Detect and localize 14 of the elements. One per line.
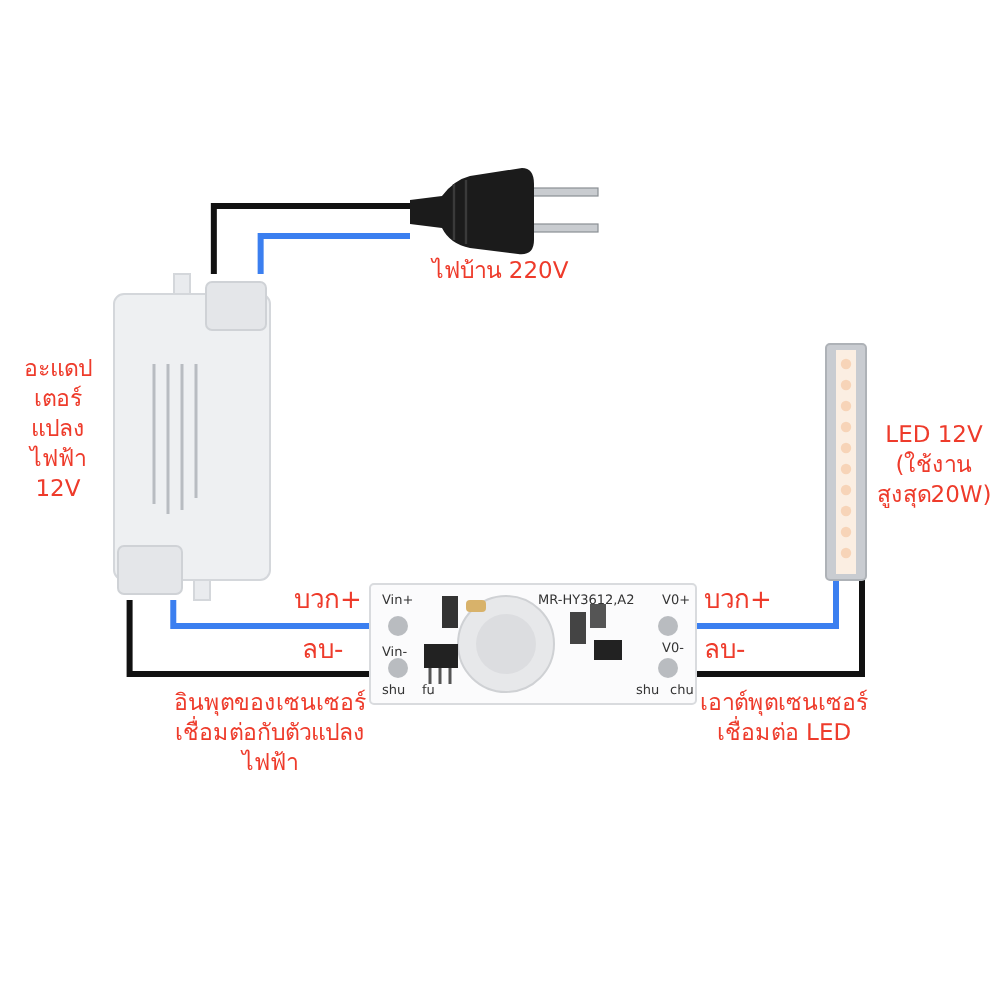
sensor-board-drawing	[370, 584, 696, 704]
wire	[170, 600, 370, 629]
wire	[210, 203, 410, 274]
note: อินพุตของเซนเซอร์เชื่อมต่อกับตัวแปลงไฟฟ้า	[172, 688, 368, 778]
power-adapter-drawing	[114, 274, 270, 600]
note: เอาต์พุตเซนเซอร์เชื่อมต่อ LED	[700, 688, 868, 748]
wire	[696, 580, 839, 629]
component-caption: อะแดปเตอร์แปลงไฟฟ้า 12V	[22, 354, 94, 504]
led-bar-drawing	[826, 344, 866, 580]
component-caption: LED 12V (ใช้งานสูงสุด20W)	[874, 420, 994, 510]
wire	[696, 580, 865, 677]
wire	[126, 600, 370, 677]
wire	[257, 233, 410, 274]
component-caption: ไฟบ้าน 220V	[428, 256, 571, 286]
